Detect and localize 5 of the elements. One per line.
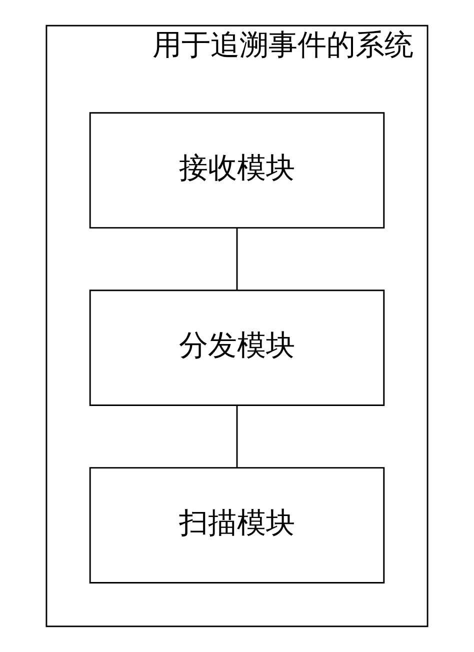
connector bbox=[236, 405, 238, 468]
node-box: 分发模块 bbox=[89, 290, 385, 406]
node-box: 扫描模块 bbox=[89, 467, 385, 584]
node-box: 接收模块 bbox=[89, 112, 385, 229]
connector bbox=[236, 228, 238, 290]
